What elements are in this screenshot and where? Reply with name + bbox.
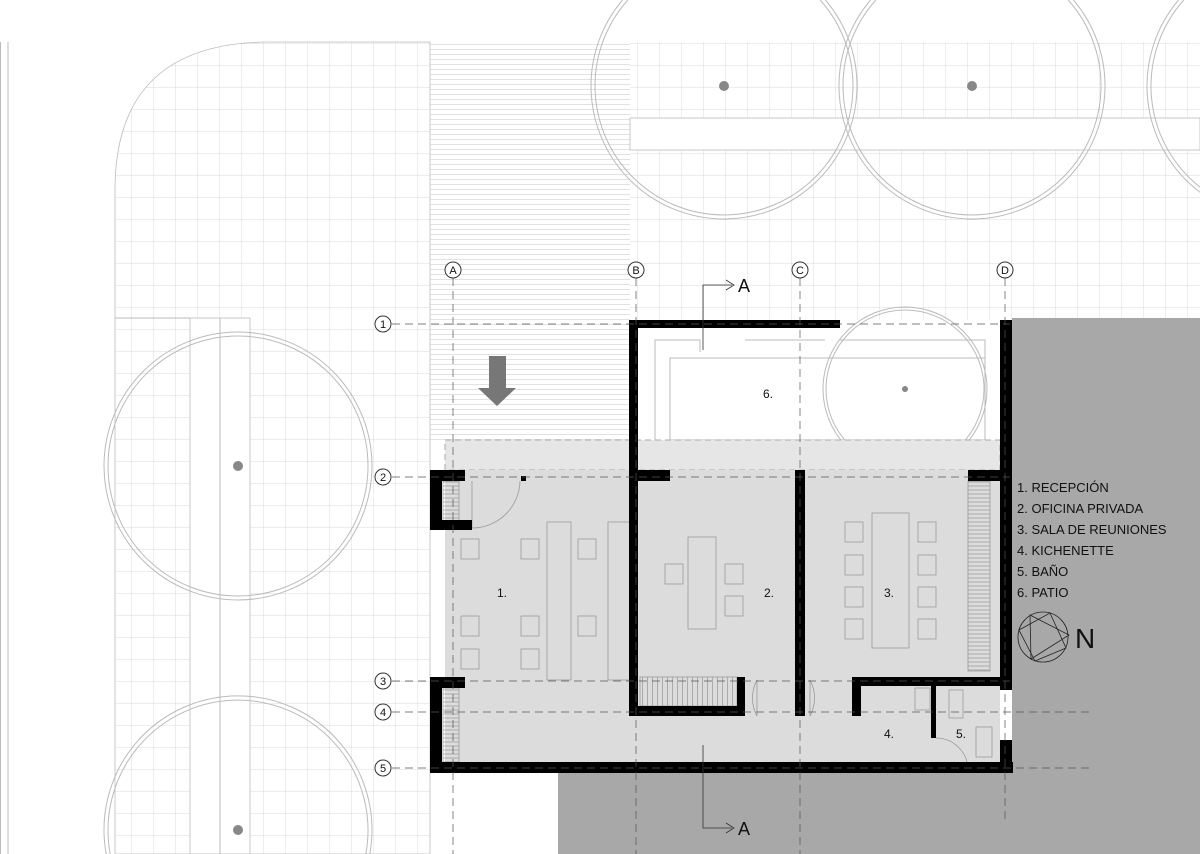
room-label-meeting-room: 3. [884, 586, 894, 600]
section-mark-top: A [702, 276, 750, 350]
trees [103, 0, 1200, 854]
tree-icon [1146, 0, 1200, 193]
room-labels: 1. 2. 3. 4. 5. 6. [497, 387, 966, 741]
grid-label-a: A [449, 265, 457, 277]
room-label-reception: 1. [497, 586, 507, 600]
grid-label-c: C [796, 265, 804, 277]
grid-label-b: B [632, 265, 639, 277]
grid-label-5: 5 [380, 763, 386, 775]
section-label: A [738, 819, 750, 839]
grid-label-d: D [1001, 265, 1009, 277]
grid-row-labels: 1 2 3 4 5 [374, 315, 392, 777]
tree-icon [103, 695, 373, 854]
neighbor-lot-south [558, 773, 1200, 854]
furniture [442, 480, 993, 771]
legend-item: 2. OFICINA PRIVADA [1017, 501, 1144, 516]
legend-item: 5. BAÑO [1017, 564, 1068, 579]
section-label: A [738, 276, 750, 296]
north-label: N [1075, 623, 1095, 654]
tree-icon [590, 0, 858, 220]
room-label-kitchenette: 4. [884, 727, 894, 741]
legend-item: 3. SALA DE REUNIONES [1017, 522, 1167, 537]
entrance-arrow-icon [478, 356, 516, 406]
site-paving [0, 41, 1200, 854]
grid-column-labels: A B C D [444, 261, 1014, 279]
grid-axes [392, 278, 1090, 854]
grid-label-2: 2 [380, 472, 386, 484]
section-mark-bottom: A [702, 745, 750, 839]
covered-area [444, 439, 1001, 471]
room-legend: 1. RECEPCIÓN 2. OFICINA PRIVADA 3. SALA … [1017, 480, 1167, 600]
north-arrow-icon [1017, 611, 1070, 663]
interior-floor [445, 470, 1000, 765]
grid-label-1: 1 [380, 319, 386, 331]
tree-icon [103, 331, 373, 601]
room-label-bathroom: 5. [956, 727, 966, 741]
tree-icon [838, 0, 1106, 220]
legend-item: 6. PATIO [1017, 585, 1069, 600]
room-label-patio: 6. [763, 387, 773, 401]
grid-label-4: 4 [380, 707, 386, 719]
neighbor-lot-east [1012, 318, 1200, 854]
legend-item: 1. RECEPCIÓN [1017, 480, 1109, 495]
room-label-private-office: 2. [764, 586, 774, 600]
grid-label-3: 3 [380, 676, 386, 688]
legend-item: 4. KICHENETTE [1017, 543, 1114, 558]
